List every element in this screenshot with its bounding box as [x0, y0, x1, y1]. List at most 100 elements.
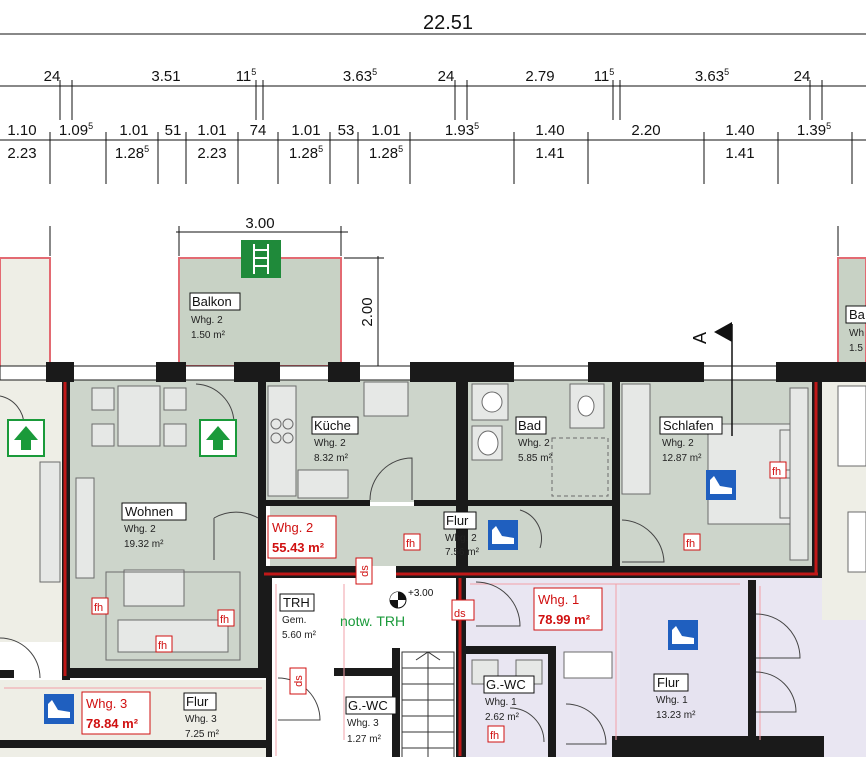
svg-text:78.99 m²: 78.99 m² — [538, 612, 591, 627]
notw-trh-label: notw. TRH — [340, 613, 405, 629]
svg-text:fh: fh — [406, 538, 415, 550]
svg-text:1.27 m²: 1.27 m² — [347, 734, 382, 745]
svg-text:55.43 m²: 55.43 m² — [272, 540, 325, 555]
door-closer-marker: ds — [355, 557, 373, 585]
hydrant-sign-icon — [706, 470, 736, 500]
dimension-label: 1.01 — [371, 122, 400, 139]
dimension-label: 24 — [44, 68, 61, 85]
dimension-label: 24 — [438, 68, 455, 85]
svg-text:ds: ds — [293, 675, 305, 687]
dimension-label: 1.095 — [59, 121, 93, 139]
dimension-label: 1.10 — [7, 122, 36, 139]
dimension-label: 51 — [165, 122, 182, 139]
room-label-gwc-whg3: G.-WC Whg. 3 1.27 m² — [345, 696, 397, 745]
svg-text:Whg. 3: Whg. 3 — [185, 714, 217, 725]
dimension-label: 3.51 — [151, 68, 180, 85]
dimension-label: 2.23 — [7, 145, 36, 162]
svg-text:Whg. 2: Whg. 2 — [191, 315, 223, 326]
hydrant-sign-icon — [44, 694, 74, 724]
smoke-detector-marker: fh — [487, 725, 505, 743]
door-closer-marker: ds — [289, 667, 307, 695]
room-label-schlafen: Schlafen Whg. 2 12.87 m² — [659, 416, 723, 464]
escape-arrow-icon-left — [7, 419, 45, 457]
room-label-kueche: Küche Whg. 2 8.32 m² — [311, 416, 359, 464]
svg-text:7.56 m²: 7.56 m² — [445, 547, 480, 558]
dimension-label: 1.40 — [725, 122, 754, 139]
section-marker-label: A — [690, 332, 710, 344]
svg-text:TRH: TRH — [283, 595, 310, 610]
svg-text:Whg. 2: Whg. 2 — [272, 520, 313, 535]
svg-text:Whg. 1: Whg. 1 — [485, 697, 517, 708]
dimension-label: 115 — [594, 67, 615, 85]
svg-text:12.87 m²: 12.87 m² — [662, 453, 702, 464]
dimension-label: 74 — [250, 122, 267, 139]
hydrant-sign-icon — [668, 620, 698, 650]
section-marker: A — [690, 322, 733, 436]
svg-text:Whg. 3: Whg. 3 — [347, 718, 379, 729]
svg-text:fh: fh — [158, 640, 167, 652]
svg-text:19.32 m²: 19.32 m² — [124, 539, 164, 550]
svg-text:fh: fh — [686, 538, 695, 550]
room-label-gwc-whg1: G.-WC Whg. 1 2.62 m² — [483, 675, 535, 723]
smoke-detector-marker: fh — [155, 635, 173, 653]
room-label-balkon-right: Ba Wh 1.5 — [845, 305, 866, 354]
dimension-label: 2.20 — [631, 122, 660, 139]
room-label-bad: Bad Whg. 2 5.85 m² — [515, 416, 553, 464]
room-label-flur-whg1: Flur Whg. 1 13.23 m² — [653, 673, 696, 721]
dimension-label: 1.935 — [445, 121, 479, 139]
dimension-label: 1.285 — [369, 144, 403, 162]
svg-text:7.25 m²: 7.25 m² — [185, 729, 220, 740]
svg-text:fh: fh — [490, 730, 499, 742]
svg-text:5.60 m²: 5.60 m² — [282, 630, 317, 641]
svg-text:Flur: Flur — [657, 675, 680, 690]
svg-text:Whg. 2: Whg. 2 — [445, 533, 477, 544]
left-balcony-fill — [0, 257, 51, 371]
svg-text:Whg. 2: Whg. 2 — [124, 524, 156, 535]
door-closer-marker: ds — [451, 599, 475, 621]
room-label-wohnen: Wohnen Whg. 2 19.32 m² — [121, 502, 187, 550]
balcony-depth-dimension: 2.00 — [359, 297, 376, 326]
level-value: +3.00 — [408, 588, 434, 599]
dimension-label: 1.01 — [197, 122, 226, 139]
smoke-detector-marker: fh — [683, 533, 701, 551]
level-marker: +3.00 — [389, 588, 434, 609]
svg-text:Wohnen: Wohnen — [125, 504, 173, 519]
svg-text:ds: ds — [454, 608, 466, 620]
dimension-label: 2.23 — [197, 145, 226, 162]
svg-text:ds: ds — [359, 565, 371, 577]
dimension-label: 115 — [236, 67, 257, 85]
svg-text:Schlafen: Schlafen — [663, 418, 714, 433]
flur1-fill — [620, 580, 752, 740]
furniture — [39, 381, 866, 685]
svg-text:8.32 m²: 8.32 m² — [314, 453, 349, 464]
svg-text:fh: fh — [772, 466, 781, 478]
svg-text:Flur: Flur — [446, 513, 469, 528]
svg-text:Balkon: Balkon — [192, 294, 232, 309]
room-label-trh: TRH Gem. 5.60 m² — [279, 593, 317, 641]
dimension-label: 3.635 — [343, 67, 377, 85]
overall-dimension: 22.51 — [423, 12, 473, 34]
dimension-label: 1.41 — [725, 145, 754, 162]
smoke-detector-marker: fh — [769, 461, 787, 479]
unit-label-whg1: Whg. 1 78.99 m² — [533, 587, 603, 631]
svg-text:Whg. 2: Whg. 2 — [518, 438, 550, 449]
svg-text:Küche: Küche — [314, 418, 351, 433]
dimension-label: 1.285 — [289, 144, 323, 162]
dimension-label: 1.01 — [119, 122, 148, 139]
stair — [401, 651, 455, 757]
svg-text:Bad: Bad — [518, 418, 541, 433]
svg-text:fh: fh — [94, 602, 103, 614]
hydrant-sign-icon — [488, 520, 518, 550]
escape-ladder-icon — [241, 240, 281, 278]
svg-text:5.85 m²: 5.85 m² — [518, 453, 553, 464]
dimension-label: 1.285 — [115, 144, 149, 162]
room-label-flur-whg2: Flur Whg. 2 7.56 m² — [443, 511, 480, 558]
svg-text:78.84 m²: 78.84 m² — [86, 716, 139, 731]
svg-text:G.-WC: G.-WC — [486, 677, 526, 692]
